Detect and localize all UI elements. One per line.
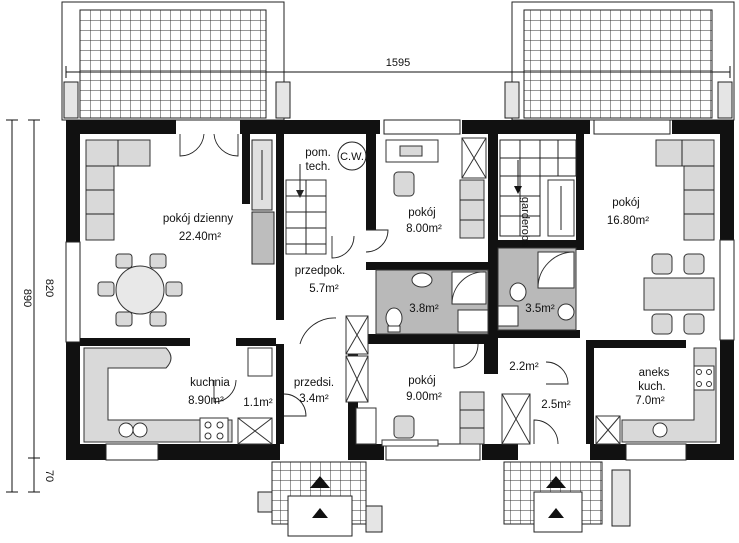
pokoj-16-name: pokój (612, 197, 640, 209)
przedpok-name: przedpok. (295, 265, 346, 277)
terrace-left (61, 1, 291, 121)
hall-b-area: 2.2m² (509, 361, 539, 373)
room-9-furniture (355, 391, 485, 447)
entrance-left (257, 461, 383, 537)
fridge-icon (247, 347, 273, 377)
left-outer-dimension: 890 (21, 289, 33, 307)
pokoj-8-area: 8.00m² (406, 223, 442, 235)
wardrobes (345, 315, 621, 445)
przedsi-name: przedsi. (294, 377, 334, 389)
terrace-right (504, 1, 735, 121)
przedsi-area: 3.4m² (299, 393, 329, 405)
pom-tech-label-2: tech. (306, 161, 331, 173)
top-dimension-line: 1595 (65, 57, 731, 78)
left-inner-dimension: 820 (43, 279, 55, 297)
stove-icon (693, 365, 715, 391)
planter-icon (257, 491, 273, 513)
pokoj-9-area: 9.00m² (406, 391, 442, 403)
aneks-kitchen-counter (621, 347, 717, 443)
planter-icon (365, 505, 383, 533)
doors (213, 317, 569, 445)
przedpok-area: 5.7m² (309, 283, 339, 295)
room-labels: pom. tech. C.W. pokój dzienny 22.40m² po… (163, 147, 670, 411)
planter-icon (63, 81, 79, 119)
pokoj-8-name: pokój (408, 207, 436, 219)
kitchen-counter (83, 347, 273, 445)
planter-icon (504, 81, 520, 119)
kuchnia-area: 8.90m² (188, 395, 224, 407)
pokoj-dzienny-area: 22.40m² (179, 231, 221, 243)
garderobe-label: garderoba (519, 197, 531, 248)
kuchnia-name: kuchnia (190, 377, 230, 389)
dining-table (97, 253, 183, 327)
left-dimension-lines: 890 820 70 (6, 119, 55, 493)
chimney (251, 139, 275, 265)
bathroom-a-area: 3.8m² (409, 303, 439, 315)
bathroom-b (497, 247, 577, 331)
aneks-line2: kuch. (638, 381, 666, 393)
aneks-area: 7.0m² (635, 395, 665, 407)
left-bottom-dimension: 70 (43, 470, 55, 482)
spiral-staircase (499, 139, 577, 237)
top-dimension-label: 1595 (386, 57, 410, 69)
sink-icon (652, 422, 668, 438)
living-room-sofa (85, 139, 151, 241)
boiler-icon (337, 141, 367, 171)
toilet-icon (385, 307, 403, 329)
room-8-furniture (385, 137, 487, 239)
room-16-sofa (655, 139, 715, 241)
pokoj-9-name: pokój (408, 375, 436, 387)
staircase-tech-room (285, 141, 389, 259)
planter-icon (275, 81, 291, 119)
cw-label: C.W. (340, 151, 364, 163)
room-16-dining (643, 253, 715, 335)
small-room-area: 1.1m² (243, 397, 273, 409)
stove-icon (199, 417, 229, 443)
pokoj-16-area: 16.80m² (607, 215, 649, 227)
planter-icon (717, 81, 733, 119)
pom-tech-label-1: pom. (305, 147, 331, 159)
hall-c-area: 2.5m² (541, 399, 571, 411)
aneks-line1: aneks (639, 367, 670, 379)
planter-icon (611, 469, 631, 527)
toilet-icon (509, 282, 527, 302)
entrance-right (503, 461, 631, 533)
exterior-walls (65, 119, 735, 461)
pokoj-dzienny-name: pokój dzienny (163, 213, 234, 225)
sink-icon (411, 272, 433, 288)
bathroom-b-area: 3.5m² (525, 303, 555, 315)
sink-icon (557, 303, 575, 321)
bathroom-a (375, 269, 489, 335)
balcony-door (179, 133, 239, 157)
